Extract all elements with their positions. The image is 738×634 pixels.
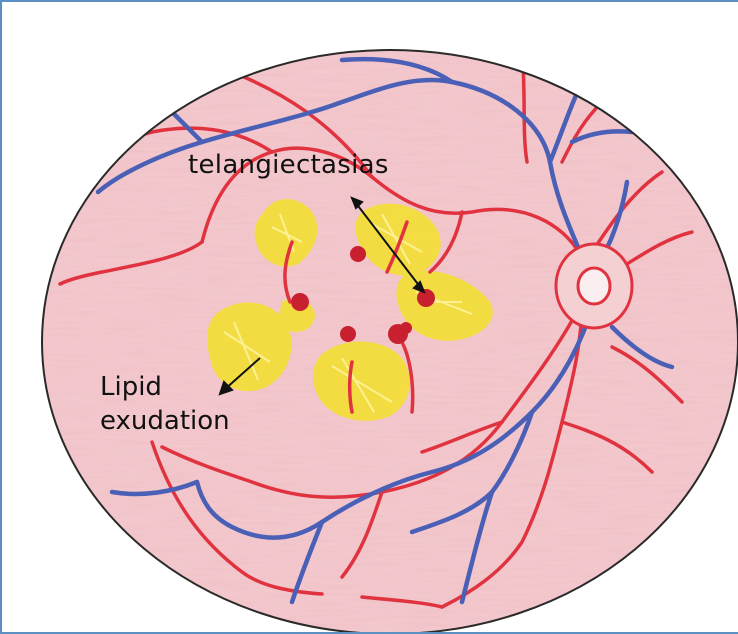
lipid-label-line2: exudation [100, 404, 230, 438]
retina-texture [42, 50, 738, 634]
lipid-label-line1: Lipid [100, 370, 230, 404]
telangiectasias-label: telangiectasias [188, 148, 389, 182]
lipid-exudation-label: Lipid exudation [100, 370, 230, 438]
optic-disc [556, 244, 632, 328]
